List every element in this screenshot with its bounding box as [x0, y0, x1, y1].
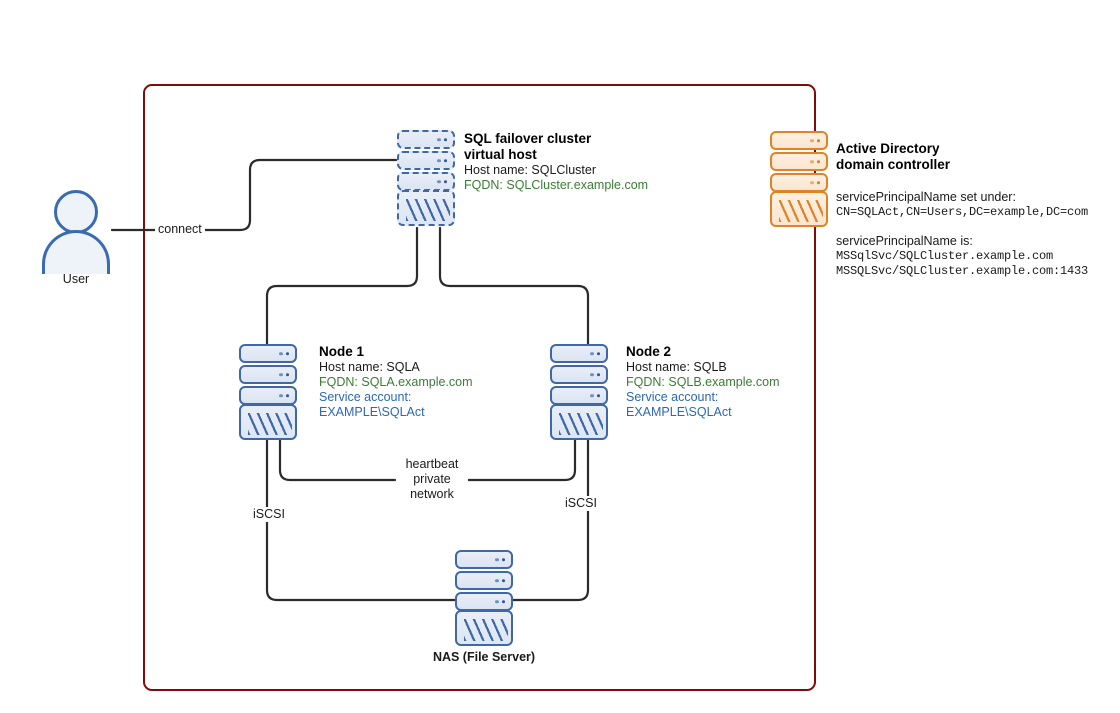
server-slot [239, 344, 297, 363]
node2-service-account-label: Service account: [626, 390, 719, 404]
server-hatch-icon [406, 199, 450, 221]
server-base [397, 190, 455, 226]
server-slot [455, 550, 513, 569]
node1-hostname: Host name: SQLA [319, 360, 420, 374]
ad-spn-is-value1: MSSqlSvc/SQLCluster.example.com [836, 249, 1054, 263]
server-slot [770, 152, 828, 171]
active-directory-server-icon[interactable] [770, 131, 828, 227]
server-slot [397, 151, 455, 170]
server-hatch-icon [464, 619, 508, 641]
ad-spn-set-under-value: CN=SQLAct,CN=Users,DC=example,DC=com [836, 205, 1089, 219]
server-slot [455, 571, 513, 590]
user-head-icon [54, 190, 98, 234]
server-hatch-icon [559, 413, 603, 435]
active-directory-title-block: Active Directory domain controller [836, 141, 950, 173]
server-slot-dots [279, 351, 289, 356]
nas-server-icon[interactable] [455, 550, 513, 646]
server-slot [550, 386, 608, 405]
active-directory-spn-is-block: servicePrincipalName is: MSSqlSvc/SQLClu… [836, 233, 1088, 279]
node2-service-account-value: EXAMPLE\SQLAct [626, 405, 732, 419]
ad-title-line1: Active Directory [836, 141, 940, 156]
server-slot [770, 173, 828, 192]
node1-service-account-label: Service account: [319, 390, 412, 404]
user-actor [40, 190, 112, 274]
server-slot [397, 172, 455, 191]
virtual-host-hostname: Host name: SQLCluster [464, 163, 596, 177]
server-slot-dots [437, 158, 447, 163]
ad-spn-is-value2: MSSQLSvc/SQLCluster.example.com:1433 [836, 264, 1089, 278]
edge-label-iscsi-right: iSCSI [562, 496, 600, 511]
server-slot [239, 365, 297, 384]
user-body-icon [42, 230, 110, 274]
node2-hostname: Host name: SQLB [626, 360, 727, 374]
server-slot [770, 131, 828, 150]
server-slot-dots [810, 138, 820, 143]
server-slot-dots [495, 599, 505, 604]
server-slot [550, 365, 608, 384]
server-slot-dots [279, 393, 289, 398]
ad-spn-is-label: servicePrincipalName is: [836, 234, 973, 248]
user-caption: User [62, 272, 90, 286]
virtual-host-title-line1: SQL failover cluster [464, 131, 592, 146]
server-slot [550, 344, 608, 363]
edge-label-iscsi-left: iSCSI [250, 507, 288, 522]
server-hatch-icon [779, 200, 823, 222]
node2-server-icon[interactable] [550, 344, 608, 440]
edge-label-heartbeat: heartbeat private network [396, 457, 468, 502]
server-base [239, 404, 297, 440]
server-slot-dots [495, 557, 505, 562]
node1-fqdn: FQDN: SQLA.example.com [319, 375, 473, 389]
server-slot-dots [590, 372, 600, 377]
server-slot [397, 130, 455, 149]
server-base [455, 610, 513, 646]
node2-label-block: Node 2 Host name: SQLB FQDN: SQLB.exampl… [626, 344, 780, 420]
server-slot-dots [437, 179, 447, 184]
node1-server-icon[interactable] [239, 344, 297, 440]
heartbeat-line2: private [413, 472, 451, 486]
server-slot [455, 592, 513, 611]
ad-spn-set-under-label: servicePrincipalName set under: [836, 190, 1016, 204]
server-slot-dots [810, 180, 820, 185]
server-slot-dots [590, 393, 600, 398]
server-slot-dots [279, 372, 289, 377]
edge-label-connect: connect [155, 222, 205, 237]
node1-title: Node 1 [319, 344, 365, 359]
node1-label-block: Node 1 Host name: SQLA FQDN: SQLA.exampl… [319, 344, 473, 420]
node2-title: Node 2 [626, 344, 672, 359]
ad-title-line2: domain controller [836, 157, 951, 172]
server-base [770, 191, 828, 227]
heartbeat-line3: network [410, 487, 454, 501]
virtual-host-label-block: SQL failover cluster virtual host Host n… [464, 131, 648, 193]
server-slot-dots [810, 159, 820, 164]
server-slot-dots [437, 137, 447, 142]
virtual-host-title-line2: virtual host [464, 147, 537, 162]
active-directory-spn-block: servicePrincipalName set under: CN=SQLAc… [836, 189, 1088, 220]
cluster-boundary-box [143, 84, 816, 691]
node1-service-account-value: EXAMPLE\SQLAct [319, 405, 425, 419]
server-slot [239, 386, 297, 405]
virtual-host-fqdn: FQDN: SQLCluster.example.com [464, 178, 649, 192]
server-slot-dots [590, 351, 600, 356]
server-base [550, 404, 608, 440]
server-hatch-icon [248, 413, 292, 435]
node2-fqdn: FQDN: SQLB.example.com [626, 375, 780, 389]
virtual-host-server-icon[interactable] [397, 130, 455, 226]
nas-caption: NAS (File Server) [432, 650, 536, 664]
heartbeat-line1: heartbeat [405, 457, 459, 471]
server-slot-dots [495, 578, 505, 583]
